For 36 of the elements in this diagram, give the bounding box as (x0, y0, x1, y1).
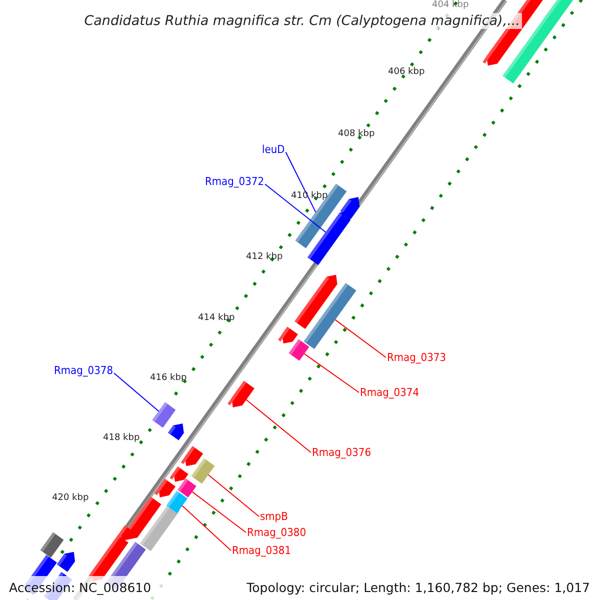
leader-line (246, 399, 312, 453)
gene-block (228, 380, 254, 408)
leader-line (114, 372, 160, 412)
scale-label: 408 kbp (338, 129, 375, 139)
leader-line (304, 353, 360, 393)
leader-line (285, 152, 316, 213)
scale-label: 420 kbp (52, 493, 89, 503)
gene-label: Rmag_0378 (54, 364, 113, 377)
scale-label: 416 kbp (150, 373, 187, 383)
gene-label: Rmag_0372 (205, 175, 264, 188)
leader-line (334, 319, 386, 358)
leader-line (192, 491, 246, 533)
gene-block (191, 458, 215, 484)
scale-label: 414 kbp (198, 313, 235, 323)
footer-text: Accession: NC_008610 (9, 580, 152, 595)
gene-label: Rmag_0374 (360, 386, 419, 399)
scale-label: 418 kbp (103, 433, 140, 443)
gene-block (304, 282, 356, 350)
gene-label: Rmag_0381 (232, 544, 291, 557)
gene-label: Rmag_0373 (387, 351, 446, 364)
gene-block (152, 402, 176, 428)
leader-line (182, 505, 232, 551)
gene-label: smpB (260, 510, 288, 523)
scale-label: 406 kbp (388, 67, 425, 77)
scale-label: 410 kbp (291, 191, 328, 201)
gene-label: Rmag_0376 (312, 446, 371, 459)
scale-label: 412 kbp (246, 252, 283, 262)
leader-line (208, 474, 260, 517)
gene-label: leuD (262, 143, 285, 156)
leader-line (264, 184, 326, 233)
title: Candidatus Ruthia magnifica str. Cm (Calyptogena magnifica),... (82, 13, 522, 29)
gene-block (166, 490, 188, 514)
gene-block (288, 339, 310, 361)
gene-label: Rmag_0380 (247, 526, 306, 539)
footer-text: Topology: circular; Length: 1,160,782 bp; Genes: 1,017 (246, 580, 590, 595)
scale-label: 404 kbp (432, 0, 469, 10)
